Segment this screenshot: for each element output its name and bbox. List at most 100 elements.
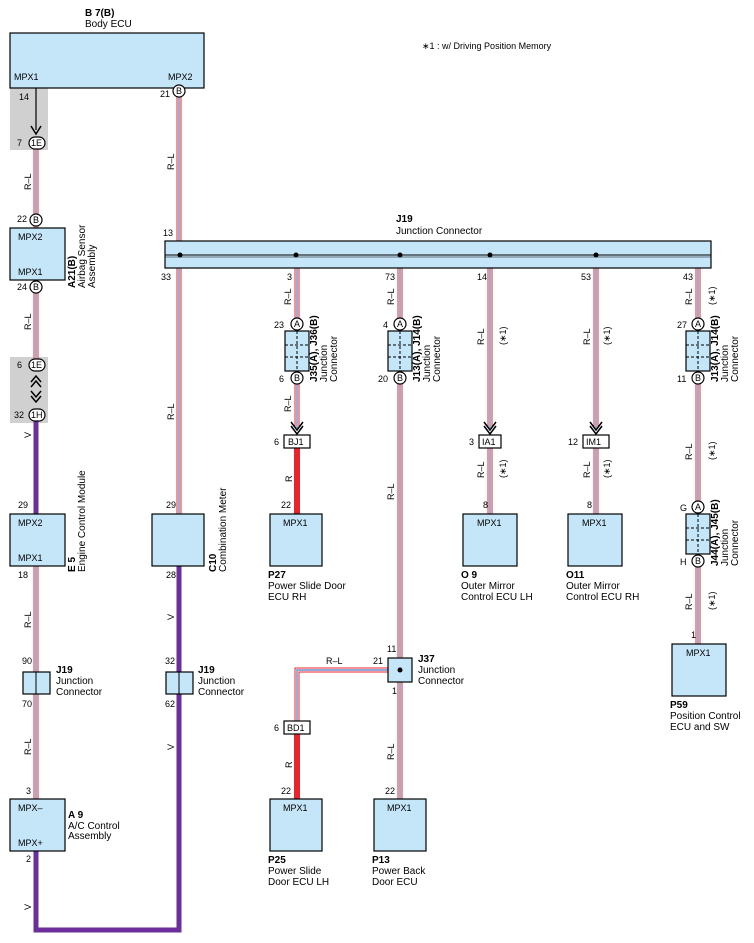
j19-main-connector: J19 Junction Connector 13 33 3 73 14 53 … [161, 214, 712, 282]
ac-pin-2: 2 [26, 854, 31, 864]
wire-label-r-l: R–L [23, 173, 33, 190]
j19-meter-junction: 32 62 J19 Junction Connector [165, 656, 245, 709]
j44-j45-junction: G H J44(A), J45(B) Junction Connector [680, 499, 741, 567]
j37-code: J37 [418, 654, 435, 665]
p25-power-slide-door-ecu-lh: MPX1 22 P25 Power Slide Door ECU LH [268, 786, 329, 888]
j13-mid-pin-4: 4 [383, 320, 388, 330]
wire-label-r-l: R–L [684, 593, 694, 610]
j13-mid-line2: Connector [432, 335, 443, 382]
connector-letter: A [397, 319, 403, 329]
wire-labels: R–LR–LR–LR–LR–LR–LR–LR–LR–LR–LR–LR–LR–LR… [23, 153, 717, 910]
meter-pin-28: 28 [166, 570, 176, 580]
j13-right-line2: Connector [730, 335, 741, 382]
wire-label-r-l: R–L [476, 328, 486, 345]
j19-left-line1: Junction [56, 676, 93, 687]
connector-circle [691, 317, 705, 331]
j35-line1: Junction [319, 345, 330, 382]
wire-label-r-l: R–L [386, 743, 396, 760]
bj1-code: BJ1 [288, 437, 304, 447]
connector-letter: A [294, 319, 300, 329]
im1-pin: 12 [568, 437, 578, 447]
airbag-pin-24: 24 [17, 282, 27, 292]
p59-line1: Position Control [670, 711, 741, 722]
o11-mpx: MPX1 [582, 518, 607, 528]
j37-junction: 11 21 1 J37 Junction Connector [373, 644, 465, 696]
j37-pin-11: 11 [387, 644, 396, 654]
wire-label-v: V [166, 744, 176, 750]
p27-mpx: MPX1 [283, 518, 308, 528]
j19-pin-43: 43 [683, 272, 693, 282]
j35-line2: Connector [329, 335, 340, 382]
connector-letter: A [695, 319, 701, 329]
p59-pin: 1 [691, 630, 696, 640]
body-ecu: B 7(B) Body ECU MPX1 MPX2 14 21 [9, 8, 205, 102]
o11-line2: Control ECU RH [566, 592, 639, 603]
wire-label-r-l: R–L [23, 313, 33, 330]
ac-mpx-plus: MPX+ [18, 838, 43, 848]
connector-letter: B [695, 556, 701, 566]
wire-label-r: R [284, 761, 294, 768]
wire-label-star1: (∗1) [602, 326, 612, 345]
connector-1e-top: 1E 7 [17, 136, 46, 150]
p25-line1: Power Slide [268, 866, 322, 877]
p13-pin: 22 [385, 786, 395, 796]
wire-label-r-l: R–L [684, 443, 694, 460]
j44-pin-h: H [680, 557, 687, 567]
connector-circle [29, 280, 43, 294]
p13-code: P13 [372, 855, 390, 866]
j13-right-line1: Junction [720, 345, 731, 382]
o9-line1: Outer Mirror [461, 581, 516, 592]
body-ecu-pin-21: 21 [160, 89, 170, 99]
j37-line1: Junction [418, 665, 455, 676]
airbag-name-1: Airbag Sensor [77, 224, 88, 288]
j35-code: J35(A), J36(B) [309, 315, 320, 382]
conn-1e-mid-code: 1E [31, 360, 42, 370]
wire-label-v: V [166, 614, 176, 620]
connector-circle [290, 317, 304, 331]
engine-pin-29: 29 [18, 500, 28, 510]
body-ecu-name: Body ECU [85, 19, 132, 30]
airbag-name-2: Assembly [87, 245, 98, 288]
j44-code: J44(A), J45(B) [710, 499, 721, 566]
r-l-wire-j37-bd1 [294, 667, 388, 721]
connector-letter: A [695, 502, 701, 512]
p13-line1: Power Back [372, 866, 426, 877]
j19-pin-14: 14 [477, 272, 487, 282]
wire-label-r-l: R–L [476, 461, 486, 478]
o9-mpx: MPX1 [477, 518, 502, 528]
engine-pin-18: 18 [18, 570, 28, 580]
wire-label-r-l: R–L [582, 328, 592, 345]
p25-pin: 22 [281, 786, 291, 796]
body-ecu-code: B 7(B) [85, 8, 114, 19]
j13-mid-code: J13(A), J14(B) [412, 315, 423, 382]
j13-j14-right-junction: 27 11 J13(A), J14(B) Junction Connector [677, 315, 741, 384]
airbag-sensor: MPX2 MPX1 22 24 A21(B) Airbag Sensor Ass… [9, 214, 98, 292]
bd1-code: BD1 [287, 723, 305, 733]
connector-letter: B [33, 215, 39, 225]
o9-line2: Control ECU LH [461, 592, 533, 603]
meter-name: Combination Meter [218, 487, 229, 572]
body-ecu-mpx2: MPX2 [168, 72, 193, 82]
connector-circle [393, 371, 407, 385]
p13-line2: Door ECU [372, 877, 418, 888]
j19-left-junction: 90 70 J19 Junction Connector [22, 656, 103, 709]
wire-label-v: V [23, 904, 33, 910]
ac-mpx-minus: MPX– [18, 803, 43, 813]
connector-circle [29, 213, 43, 227]
wire-label-r: R [284, 475, 294, 482]
j19-left-line2: Connector [56, 687, 103, 698]
j19-meter-pin-32: 32 [165, 656, 175, 666]
bj1-pin: 6 [274, 437, 279, 447]
o9-pin: 8 [483, 500, 488, 510]
connector-circle [172, 84, 186, 98]
o9-code: O 9 [461, 570, 478, 581]
p59-line2: ECU and SW [670, 722, 730, 733]
ia1-code: IA1 [482, 437, 496, 447]
j19-main-name: Junction Connector [396, 226, 483, 237]
body-ecu-pin-14: 14 [19, 92, 29, 102]
arrow-icon [30, 125, 42, 136]
double-arrow-icon [30, 374, 42, 388]
wire-stripe [296, 669, 388, 721]
